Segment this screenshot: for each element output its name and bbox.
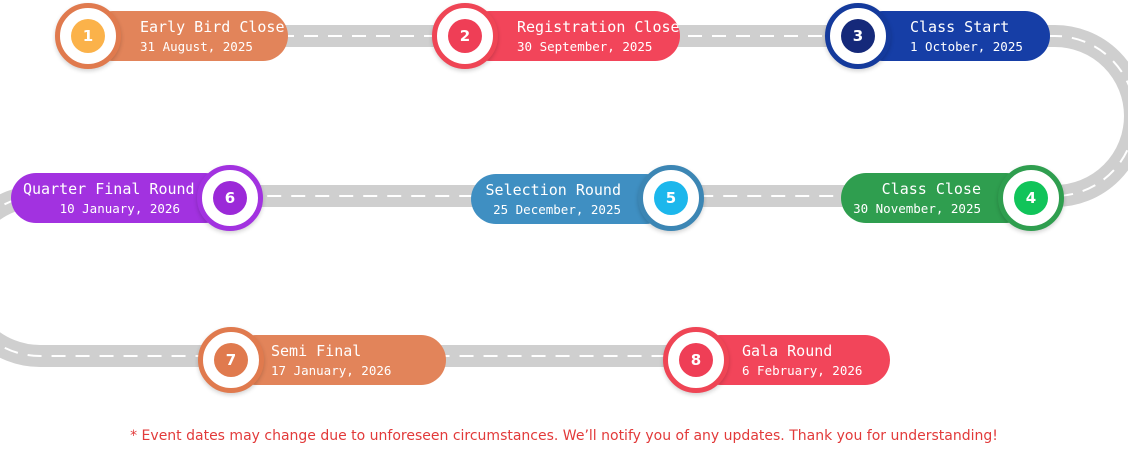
milestone-3-title: Class Start — [910, 17, 1010, 36]
milestone-1-marker: 1 — [55, 3, 121, 69]
milestone-5-label: Selection Round 25 December, 2025 — [471, 174, 671, 224]
milestone-4-date: 30 November, 2025 — [853, 200, 981, 216]
milestone-5-number: 5 — [654, 181, 688, 215]
milestone-2-title: Registration Close — [517, 17, 680, 36]
milestone-6-marker: 6 — [197, 165, 263, 231]
milestone-1-label: Early Bird Close 31 August, 2025 — [88, 11, 288, 61]
milestone-6-title: Quarter Final Round — [23, 179, 195, 198]
milestone-1-title: Early Bird Close — [140, 17, 285, 36]
milestone-8-title: Gala Round — [742, 341, 833, 360]
milestone-5-title: Selection Round — [485, 180, 621, 199]
milestone-5-date: 25 December, 2025 — [493, 201, 621, 217]
milestone-8-number: 8 — [679, 343, 713, 377]
milestone-2-number: 2 — [448, 19, 482, 53]
milestone-4-number: 4 — [1014, 181, 1048, 215]
milestone-7-marker: 7 — [198, 327, 264, 393]
disclaimer-note: * Event dates may change due to unforese… — [130, 428, 998, 444]
milestone-1-number: 1 — [71, 19, 105, 53]
milestone-3-number: 3 — [841, 19, 875, 53]
milestone-1-date: 31 August, 2025 — [140, 38, 253, 54]
milestone-2-label: Registration Close 30 September, 2025 — [465, 11, 680, 61]
milestone-6-number: 6 — [213, 181, 247, 215]
milestone-3-date: 1 October, 2025 — [910, 38, 1023, 54]
milestone-4-title: Class Close — [881, 179, 981, 198]
milestone-2-date: 30 September, 2025 — [517, 38, 653, 54]
milestone-7-number: 7 — [214, 343, 248, 377]
milestone-4-marker: 4 — [998, 165, 1064, 231]
milestone-7-title: Semi Final — [271, 341, 362, 360]
milestone-5-marker: 5 — [638, 165, 704, 231]
milestone-8-date: 6 February, 2026 — [742, 362, 863, 378]
road-center-line — [0, 35, 1128, 357]
milestone-6-date: 10 January, 2026 — [59, 200, 180, 216]
milestone-3-label: Class Start 1 October, 2025 — [858, 11, 1050, 61]
milestone-3-marker: 3 — [825, 3, 891, 69]
milestone-7-label: Semi Final 17 January, 2026 — [231, 335, 446, 385]
milestone-6-label: Quarter Final Round 10 January, 2026 — [11, 173, 230, 223]
milestone-4-label: Class Close 30 November, 2025 — [841, 173, 1031, 223]
milestone-7-date: 17 January, 2026 — [271, 362, 392, 378]
milestone-2-marker: 2 — [432, 3, 498, 69]
milestone-8-marker: 8 — [663, 327, 729, 393]
